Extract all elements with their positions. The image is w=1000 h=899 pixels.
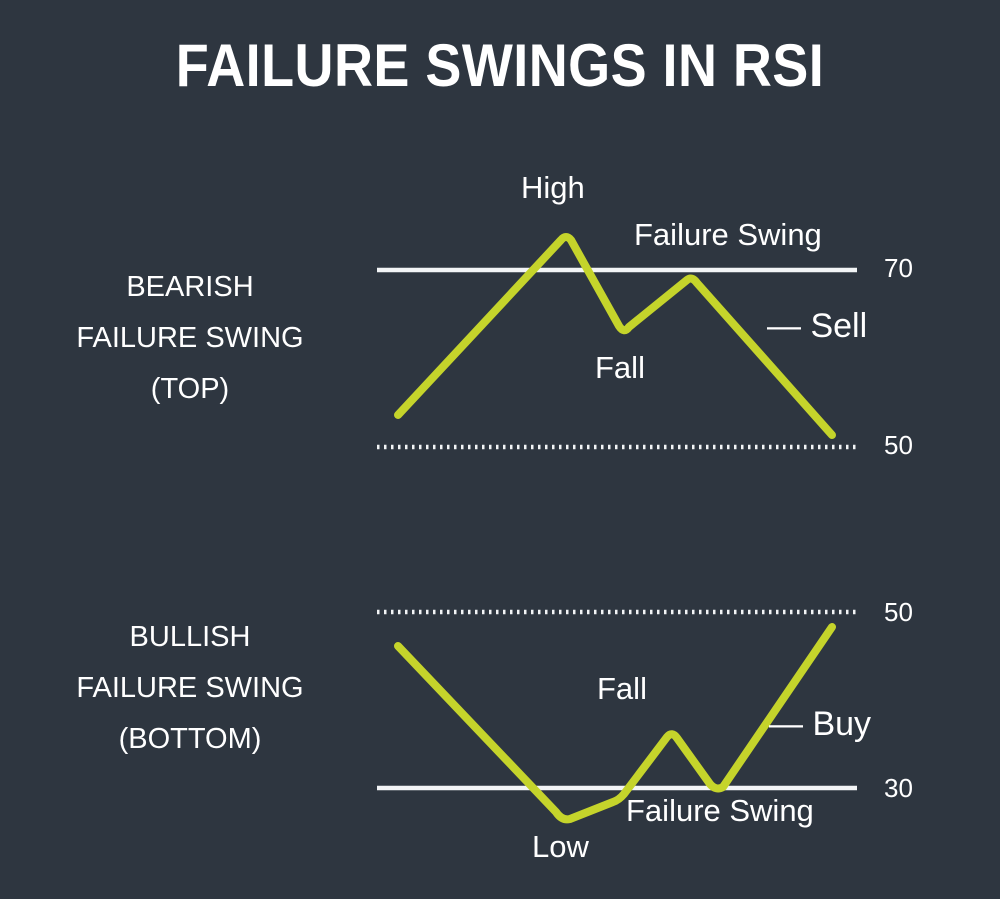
annotation-fall-top: Fall: [595, 350, 645, 385]
annotation-failure-swing-bottom: Failure Swing: [626, 793, 814, 828]
bearish-panel-label: BEARISH FAILURE SWING (TOP): [10, 262, 370, 415]
bullish-panel-label: BULLISH FAILURE SWING (BOTTOM): [10, 612, 370, 765]
annotation-fall-bottom: Fall: [597, 671, 647, 706]
bearish-failure-swing-chart: [370, 160, 870, 460]
bullish-label-line-2: FAILURE SWING: [76, 672, 304, 704]
bearish-label-line-1: BEARISH: [126, 271, 254, 303]
bullish-label-line-1: BULLISH: [129, 621, 251, 653]
axis-tick-30: 30: [884, 773, 913, 803]
annotation-buy-signal: — Buy: [769, 705, 872, 743]
annotation-low: Low: [532, 829, 589, 864]
bearish-label-line-3: (TOP): [150, 373, 230, 405]
axis-tick-50-bottom: 50: [884, 597, 913, 627]
rsi-line-bullish: [394, 623, 836, 824]
rsi-line-bearish: [394, 233, 836, 439]
annotation-sell-signal: — Sell: [767, 307, 868, 345]
page-title: FAILURE SWINGS IN RSI: [175, 32, 825, 99]
axis-tick-70: 70: [884, 253, 913, 283]
annotation-high: High: [521, 170, 585, 205]
axis-tick-50-top: 50: [884, 430, 913, 460]
bearish-label-line-2: FAILURE SWING: [76, 322, 304, 354]
bullish-label-line-3: (BOTTOM): [118, 723, 262, 755]
bullish-failure-swing-chart: [370, 590, 870, 880]
annotation-failure-swing-top: Failure Swing: [634, 217, 822, 252]
